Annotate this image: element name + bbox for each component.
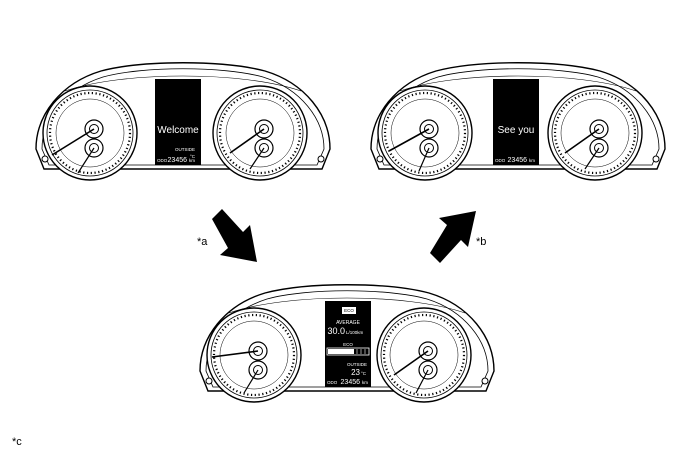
odo-label: ODO bbox=[327, 380, 338, 385]
outside-unit: °C bbox=[190, 154, 196, 159]
arrow-b bbox=[430, 211, 476, 263]
odo-value: 23456 bbox=[168, 157, 188, 164]
average-unit: L/100km bbox=[346, 330, 364, 335]
outside-label: OUTSIDE bbox=[175, 147, 195, 152]
label-b: *b bbox=[476, 236, 487, 248]
welcome-text: Welcome bbox=[157, 125, 199, 136]
odo-label: ODO bbox=[157, 158, 168, 163]
eco-badge: ECO bbox=[344, 308, 354, 313]
odo-unit: km bbox=[362, 380, 368, 385]
outside-unit: °C bbox=[361, 371, 367, 376]
odo-label: ODO bbox=[495, 158, 506, 163]
eco-label: ECO bbox=[343, 342, 353, 347]
average-value: 30.0 bbox=[327, 326, 345, 336]
average-label: AVERAGE bbox=[336, 320, 360, 326]
cluster-top-left bbox=[35, 62, 331, 182]
see-you-text: See you bbox=[498, 125, 535, 136]
odo-unit: km bbox=[529, 158, 535, 163]
cluster-top-right bbox=[370, 62, 666, 182]
cluster-bottom bbox=[199, 284, 495, 404]
odo-value: 23456 bbox=[341, 379, 361, 386]
label-c: *c bbox=[12, 436, 22, 448]
odo-unit: km bbox=[189, 158, 195, 163]
outside-label: OUTSIDE bbox=[347, 362, 367, 367]
label-a: *a bbox=[197, 236, 208, 248]
arrow-a bbox=[212, 209, 257, 262]
odo-value: 23456 bbox=[508, 157, 528, 164]
outside-value: 23 bbox=[351, 368, 360, 377]
